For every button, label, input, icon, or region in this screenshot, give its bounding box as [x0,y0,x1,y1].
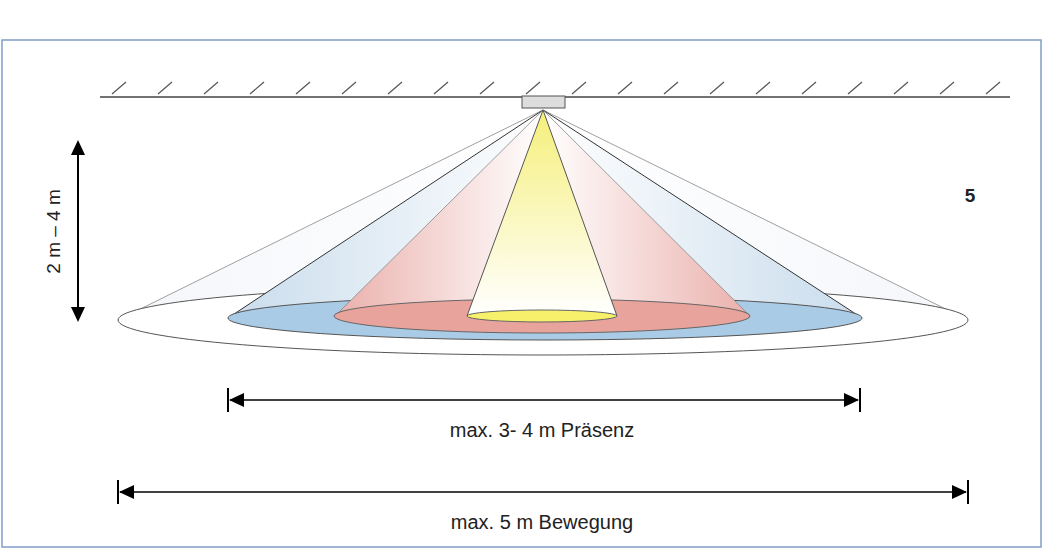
height-label: 2 m – 4 m [44,189,65,273]
motion-label: max. 5 m Bewegung [451,511,633,533]
inner-cone [335,110,750,316]
presence-dimension [228,388,860,412]
frame [2,40,1041,547]
height-dimension [71,140,85,322]
motion-cone [118,110,968,320]
presence-label: max. 3- 4 m Präsenz [450,419,635,441]
core-cone [467,110,617,316]
motion-dimension [118,480,968,504]
sensor [522,96,565,108]
core-area [467,310,617,322]
ceiling-hatching [112,82,1000,94]
presence-cone [228,110,862,318]
zone-number: 5 [965,186,976,207]
